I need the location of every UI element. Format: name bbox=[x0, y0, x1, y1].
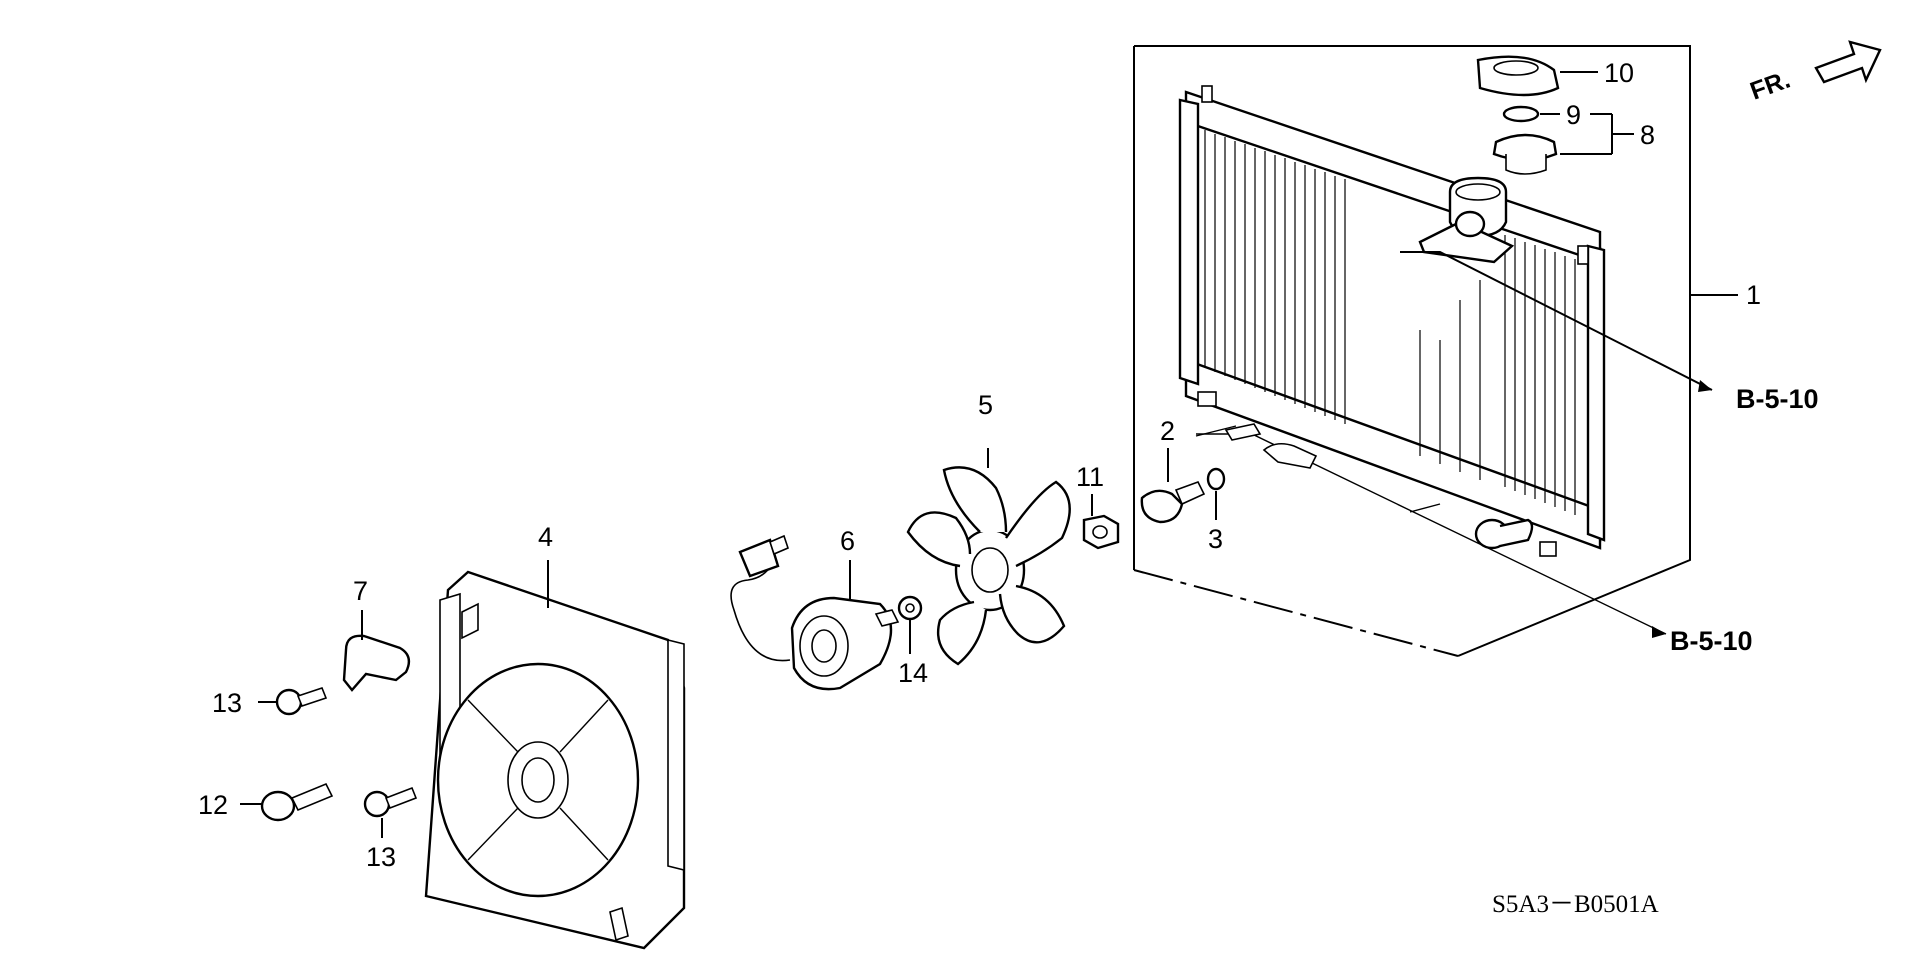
bolt-lower-illustration bbox=[363, 786, 418, 838]
front-direction-label: FR. bbox=[1746, 66, 1793, 106]
callout-bolt-lower: 13 bbox=[366, 842, 396, 872]
wire-clip-illustration bbox=[342, 610, 411, 692]
fan-nut-illustration bbox=[1082, 494, 1120, 550]
radiator-illustration bbox=[1178, 85, 1606, 557]
fan-motor-illustration bbox=[730, 534, 900, 691]
drain-fitting-illustration bbox=[1195, 423, 1441, 513]
reference-upper-hose[interactable]: B-5-10 bbox=[1736, 384, 1819, 414]
flange-bolt-illustration bbox=[240, 782, 334, 822]
callout-fan-shroud: 4 bbox=[538, 522, 553, 552]
drawing-code: S5A3－B0501A bbox=[1492, 891, 1659, 918]
callout-fan-nut: 11 bbox=[1076, 462, 1104, 492]
callout-o-ring: 3 bbox=[1208, 524, 1223, 554]
washer-illustration bbox=[897, 595, 923, 654]
callout-cap-gasket: 10 bbox=[1604, 58, 1634, 88]
radiator-cap-illustration bbox=[1492, 113, 1634, 175]
bolt-upper-illustration bbox=[258, 687, 328, 716]
callout-fan: 5 bbox=[978, 390, 993, 420]
radiator-group-frame bbox=[1133, 45, 1738, 657]
callout-flange-bolt: 12 bbox=[198, 790, 228, 820]
reference-lower-hose[interactable]: B-5-10 bbox=[1670, 626, 1753, 656]
fan-illustration bbox=[906, 448, 1071, 666]
cap-seal-illustration bbox=[1502, 105, 1560, 123]
fan-shroud-illustration bbox=[424, 560, 686, 950]
callout-wire-clip: 7 bbox=[353, 576, 368, 606]
callout-cap-assembly: 8 bbox=[1640, 120, 1655, 150]
callout-fan-motor: 6 bbox=[840, 526, 855, 556]
o-ring-illustration bbox=[1206, 467, 1226, 520]
callout-bolt-upper: 13 bbox=[212, 688, 242, 718]
callout-washer: 14 bbox=[898, 658, 928, 688]
cap-gasket-illustration bbox=[1476, 55, 1598, 97]
callout-cap-seal: 9 bbox=[1566, 100, 1581, 130]
callout-drain-plug: 2 bbox=[1160, 416, 1175, 446]
drain-plug-illustration bbox=[1140, 448, 1206, 524]
front-direction-arrow bbox=[1814, 40, 1882, 84]
callout-radiator: 1 bbox=[1746, 280, 1761, 310]
